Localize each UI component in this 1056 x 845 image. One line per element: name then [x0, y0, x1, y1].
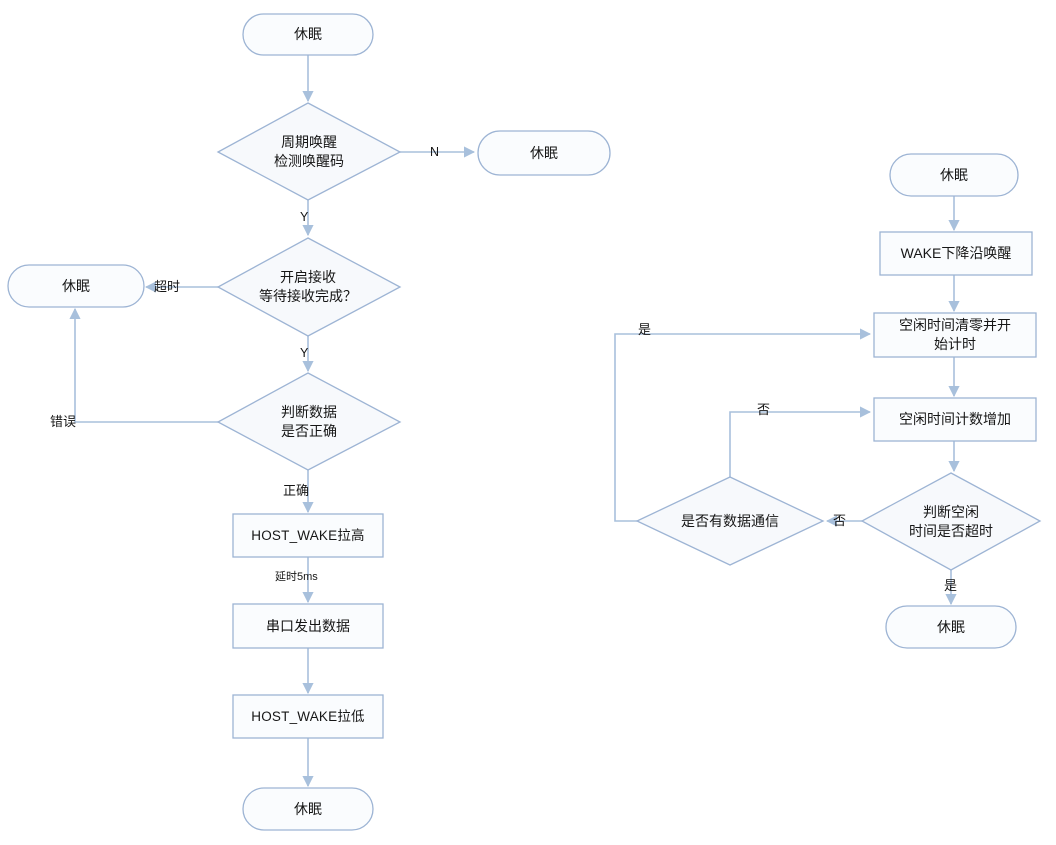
shape-l-dec-data: [216, 372, 402, 471]
edge-label-l-correct: 正确: [283, 483, 310, 498]
edge-label-r-no-mid: 否: [757, 402, 771, 417]
edge-label-l-delay: 延时5ms: [275, 571, 318, 583]
edge-label-l-error: 错误: [50, 414, 77, 429]
edge-label-l-n: N: [430, 145, 440, 159]
shape-r-idle-reset: [873, 312, 1037, 358]
shape-l-dec-recv: [216, 237, 402, 337]
edge-label-l-timeout: 超时: [154, 279, 181, 294]
connector-r-comm-no-to-idle-inc: [729, 406, 872, 477]
shape-r-end-sleep: [885, 605, 1017, 649]
shape-r-wake-edge: [879, 231, 1033, 276]
edge-label-l-y2: Y: [300, 346, 309, 360]
edge-label-r-yes-down: 是: [944, 578, 958, 593]
connector-data-error-to-sleep: [69, 307, 218, 423]
shape-r-dec-comm: [635, 476, 825, 566]
shape-l-hostwake-low: [232, 694, 384, 739]
shape-l-hostwake-high: [232, 513, 384, 558]
shape-l-sleep-n: [477, 130, 611, 176]
shape-r-idle-inc: [873, 397, 1037, 442]
shape-l-uart-send: [232, 603, 384, 649]
shape-l-end-sleep: [242, 787, 374, 831]
connector-group: [69, 55, 960, 788]
edge-label-r-yes-top: 是: [638, 322, 652, 337]
connector-r-comm-yes-to-idle-reset: [614, 328, 872, 522]
node-shape-group: [7, 13, 1042, 831]
shape-l-sleep-timeout: [7, 264, 145, 308]
edge-label-r-no-right: 否: [833, 513, 847, 528]
shape-r-start-sleep: [889, 153, 1019, 197]
shape-r-dec-timeout: [860, 472, 1042, 571]
shape-l-start-sleep: [242, 13, 374, 56]
edge-label-l-y1: Y: [300, 210, 309, 224]
shape-l-dec-wakecode: [216, 102, 402, 201]
